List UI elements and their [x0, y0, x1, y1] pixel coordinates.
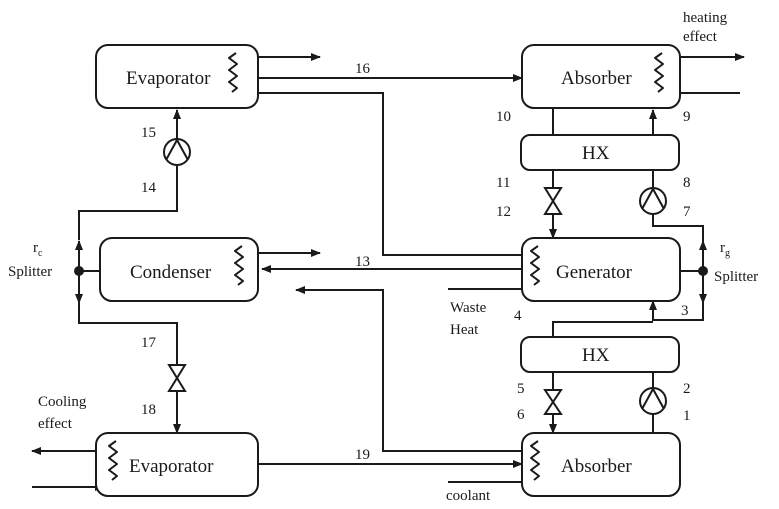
absorber-top-label: Absorber — [561, 68, 632, 89]
condenser-label: Condenser — [130, 262, 212, 283]
hx-top-label: HX — [582, 143, 610, 164]
valve-11-12-icon — [543, 187, 563, 215]
annotations: heating effect Cooling effect Waste Heat… — [8, 10, 758, 504]
stream-number-14: 14 — [141, 180, 157, 196]
absorber-top: Absorber — [521, 44, 681, 109]
stream-number-2: 2 — [683, 381, 691, 397]
rc-label-main: r — [33, 240, 38, 256]
absorber-top-coil-icon — [654, 52, 664, 93]
splitter-left-label: Splitter — [8, 264, 52, 280]
condenser-coil-icon — [234, 245, 244, 286]
waste-heat-label-line2: Heat — [450, 322, 479, 338]
stream-number-9: 9 — [683, 109, 691, 125]
waste-heat-label-line1: Waste — [450, 300, 487, 316]
pump-2-icon — [639, 386, 667, 415]
stream-number-4: 4 — [514, 308, 522, 324]
valve-5-6-icon — [543, 389, 563, 415]
valve-17-18-icon — [167, 364, 187, 392]
evaporator-bottom-coil-icon — [108, 440, 118, 481]
cooling-effect-label-line1: Cooling — [38, 394, 87, 410]
stream-number-1: 1 — [683, 408, 691, 424]
cooling-effect-label-line2: effect — [38, 416, 73, 432]
heating-effect-label-line2: effect — [683, 29, 718, 45]
stream-number-18: 18 — [141, 402, 156, 418]
pump-15-icon — [163, 137, 191, 166]
absorber-bottom-to-condenser-line — [295, 286, 530, 452]
stream-number-17: 17 — [141, 335, 157, 351]
stream-number-16: 16 — [355, 61, 371, 77]
stream-17-18-line — [78, 302, 181, 434]
rg-label: rg — [720, 240, 730, 259]
absorber-bottom-coil-icon — [530, 440, 540, 481]
stream-number-15: 15 — [141, 125, 156, 141]
rc-splitter-node-icon — [74, 266, 84, 276]
rg-splitter-node-icon — [698, 266, 708, 276]
evaporator-bottom: Evaporator — [95, 432, 259, 497]
splitter-right-label: Splitter — [714, 269, 758, 285]
stream-number-13: 13 — [355, 254, 370, 270]
stream-number-12: 12 — [496, 204, 511, 220]
condenser: Condenser — [99, 237, 259, 302]
coolant-label: coolant — [446, 488, 491, 504]
stream-number-3: 3 — [681, 303, 689, 319]
rg-label-main: r — [720, 240, 725, 256]
stream-number-11: 11 — [496, 175, 510, 191]
stream-14-line — [78, 166, 178, 240]
generator: Generator — [521, 237, 681, 302]
rc-label: rc — [33, 240, 43, 259]
generator-label: Generator — [556, 262, 633, 283]
stream-number-8: 8 — [683, 175, 691, 191]
generator-coil-icon — [530, 245, 540, 286]
pump-8-icon — [639, 186, 667, 215]
absorber-bottom: Absorber — [521, 432, 681, 497]
evaporator-top: Evaporator — [95, 44, 259, 109]
stream-numbers: 1 2 3 4 5 6 7 8 9 10 11 12 13 14 15 16 1… — [141, 61, 691, 463]
stream-4-line — [552, 321, 653, 337]
stream-number-7: 7 — [683, 204, 691, 220]
hx-top: HX — [520, 134, 680, 171]
stream-number-10: 10 — [496, 109, 511, 125]
absorber-bottom-label: Absorber — [561, 456, 632, 477]
evaporator-top-to-generator-line — [258, 92, 530, 256]
evaporator-bottom-label: Evaporator — [129, 456, 214, 477]
evaporator-top-coil-icon — [228, 52, 238, 93]
flow-lines — [31, 53, 745, 491]
hx-bottom-label: HX — [582, 345, 610, 366]
hx-bottom: HX — [520, 336, 680, 373]
evaporator-top-label: Evaporator — [126, 68, 211, 89]
stream-number-5: 5 — [517, 381, 525, 397]
rc-label-sub: c — [38, 248, 43, 259]
heating-effect-label-line1: heating — [683, 10, 728, 26]
stream-number-6: 6 — [517, 407, 525, 423]
stream-number-19: 19 — [355, 447, 370, 463]
rg-label-sub: g — [725, 248, 730, 259]
